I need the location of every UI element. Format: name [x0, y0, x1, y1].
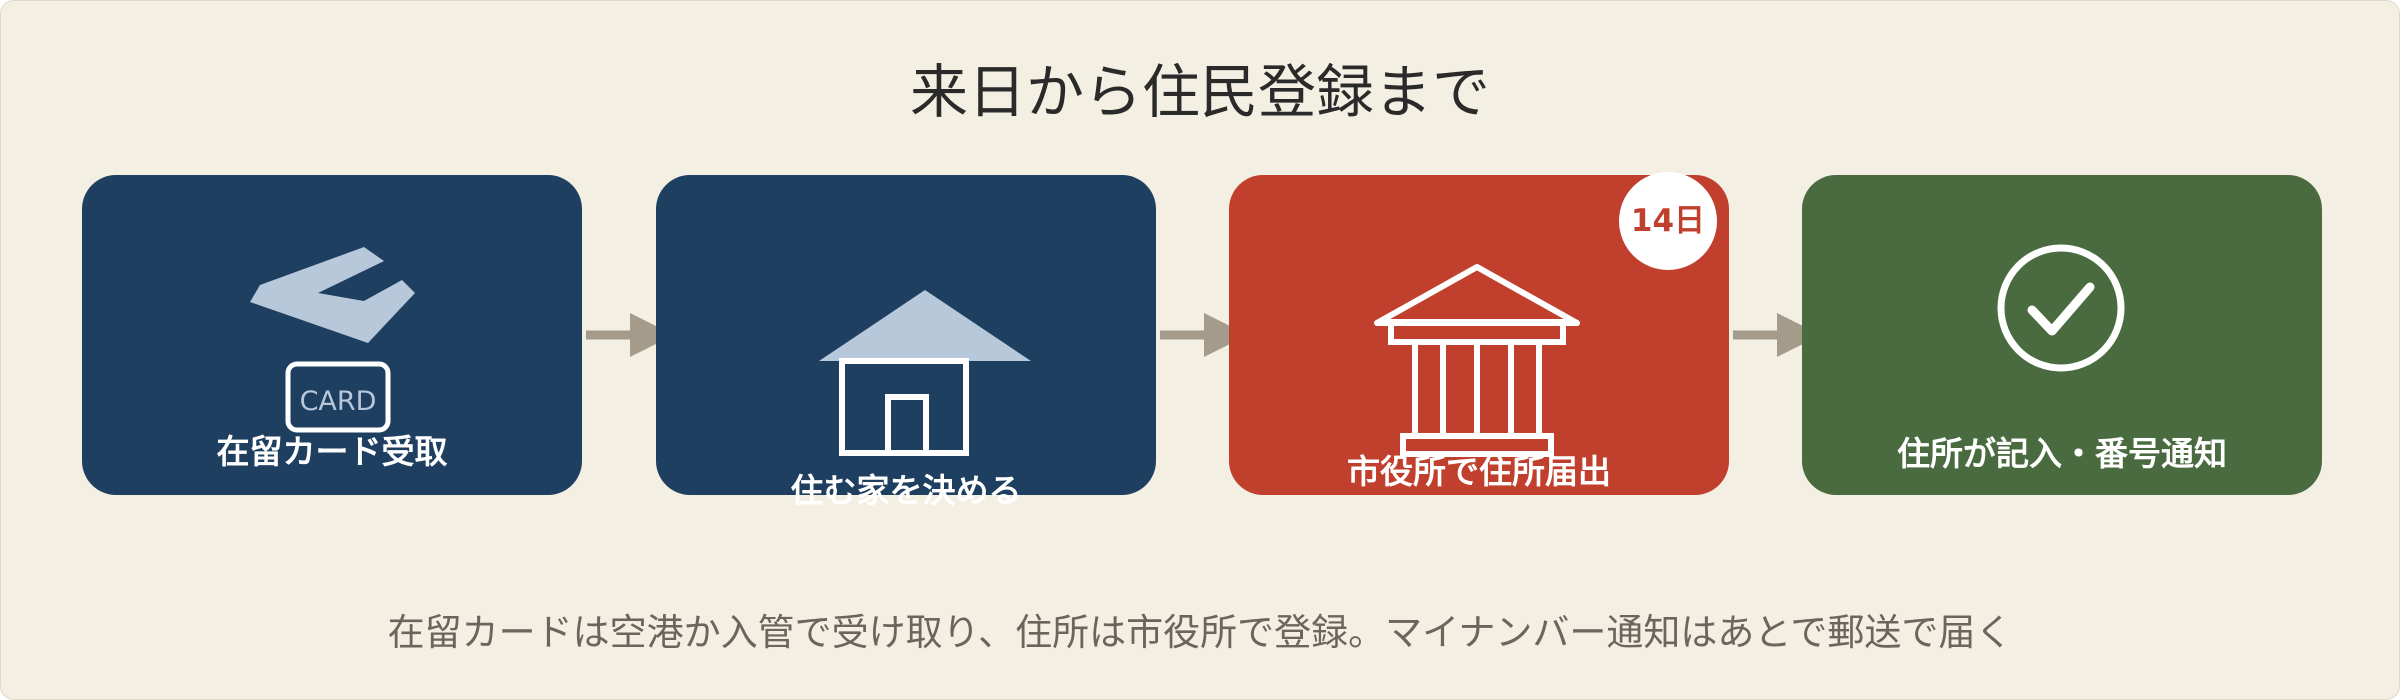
city-hall-icon — [1374, 264, 1580, 457]
house-icon — [819, 290, 1031, 456]
step-label: 住む家を決める — [790, 471, 1022, 510]
step-card-address-registration: 市役所で住所届出 — [1229, 175, 1729, 495]
card-icon-text: CARD — [300, 386, 377, 417]
airplane-landing-icon — [250, 247, 415, 343]
step-card-residence-card: CARD 在留カード受取 — [82, 175, 582, 495]
flow-arrow-icon — [1160, 313, 1248, 357]
step-card-number-notice: 住所が記入・番号通知 — [1802, 175, 2322, 495]
step-card-housing: 住む家を決める — [656, 175, 1156, 510]
flow-arrow-icon — [586, 313, 674, 357]
diagram-title: 来日から住民登録まで — [909, 58, 1490, 126]
diagram-caption: 在留カードは空港か入管で受け取り、住所は市役所で登録。マイナンバー通知はあとで郵… — [387, 611, 2013, 654]
step-label: 在留カード受取 — [216, 432, 448, 471]
check-circle-icon — [1997, 244, 2125, 372]
card-icon: CARD — [285, 361, 391, 433]
step-label: 市役所で住所届出 — [1347, 452, 1611, 491]
deadline-badge: 14日 — [1619, 172, 1717, 270]
step-label: 住所が記入・番号通知 — [1897, 434, 2227, 473]
flow-arrow-icon — [1733, 313, 1821, 357]
